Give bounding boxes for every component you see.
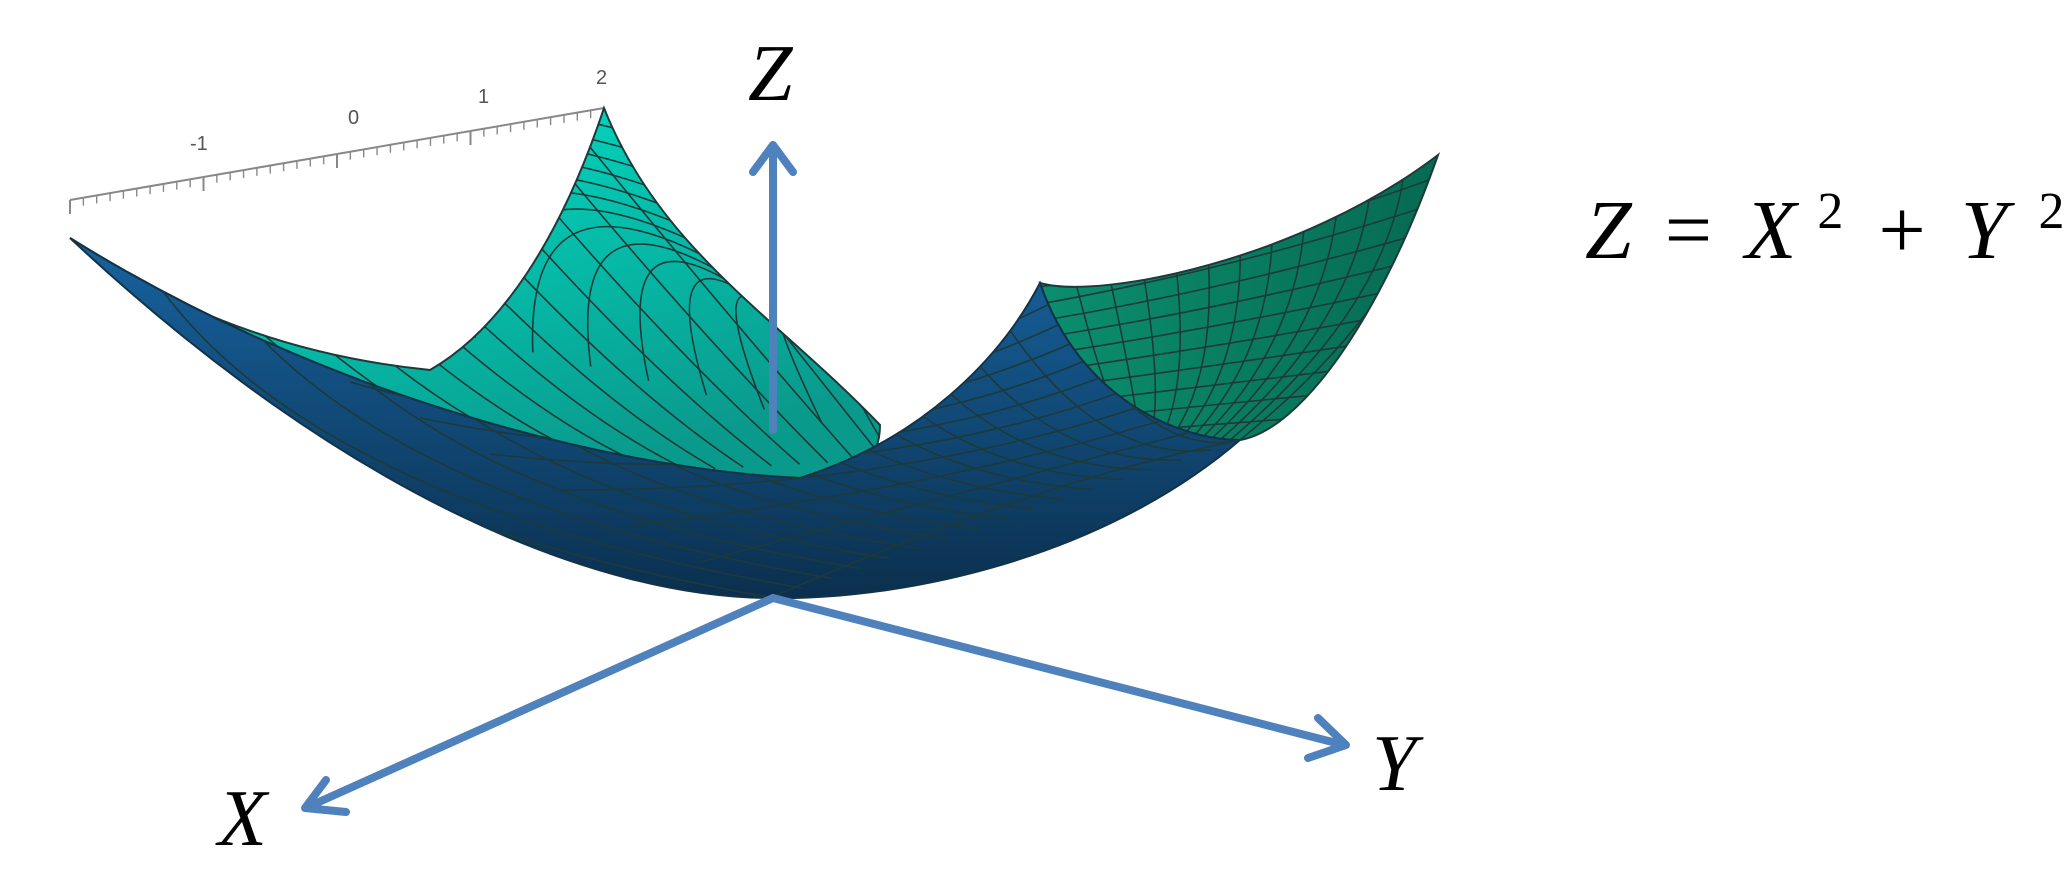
mesh-line xyxy=(1040,201,1438,305)
x-axis-label: X xyxy=(215,775,270,863)
mesh-line xyxy=(1209,186,1340,440)
x-axis-arrowhead xyxy=(301,776,350,816)
tick-label-2: 2 xyxy=(596,67,607,89)
y-axis-arrow xyxy=(769,594,1348,749)
equation-term2-base: Y xyxy=(1961,184,2016,277)
mesh-line xyxy=(699,423,1221,563)
y-axis-arrowhead xyxy=(1304,714,1350,762)
mesh-line xyxy=(1199,197,1307,440)
equation: Z = X 2 + Y 2 xyxy=(1585,154,2065,277)
tick-label-0: 0 xyxy=(348,107,359,129)
mesh-line xyxy=(1229,165,1406,440)
surface-front-face xyxy=(69,237,1243,600)
mesh-line xyxy=(629,407,1201,527)
axis-arrows xyxy=(301,141,1350,816)
mesh-line xyxy=(1040,227,1438,322)
equation-term2-exp: 2 xyxy=(2039,183,2065,240)
x-axis-arrow xyxy=(306,594,777,810)
equation-term1-base: X xyxy=(1742,184,1800,277)
paraboloid-surface xyxy=(69,105,1441,600)
z-axis-label: Z xyxy=(748,30,794,118)
tick-axis: -1 0 1 2 xyxy=(69,67,607,214)
equation-term1-exp: 2 xyxy=(1817,183,1843,240)
equation-equals: = xyxy=(1665,184,1712,277)
equation-lhs: Z xyxy=(1585,184,1633,277)
tick-label-neg1: -1 xyxy=(190,133,208,155)
equation-text: Z = X 2 + Y 2 xyxy=(1585,154,2065,277)
mesh-line xyxy=(769,439,1240,599)
mesh-line xyxy=(1040,253,1438,339)
tick-label-1: 1 xyxy=(478,86,489,108)
y-axis-label: Y xyxy=(1372,720,1424,808)
mesh-line xyxy=(559,392,1181,491)
tick-marks xyxy=(69,108,605,214)
z-axis-arrowhead xyxy=(749,141,797,176)
mesh-line xyxy=(1219,176,1373,440)
equation-plus: + xyxy=(1878,184,1925,277)
mesh-line xyxy=(129,240,803,589)
